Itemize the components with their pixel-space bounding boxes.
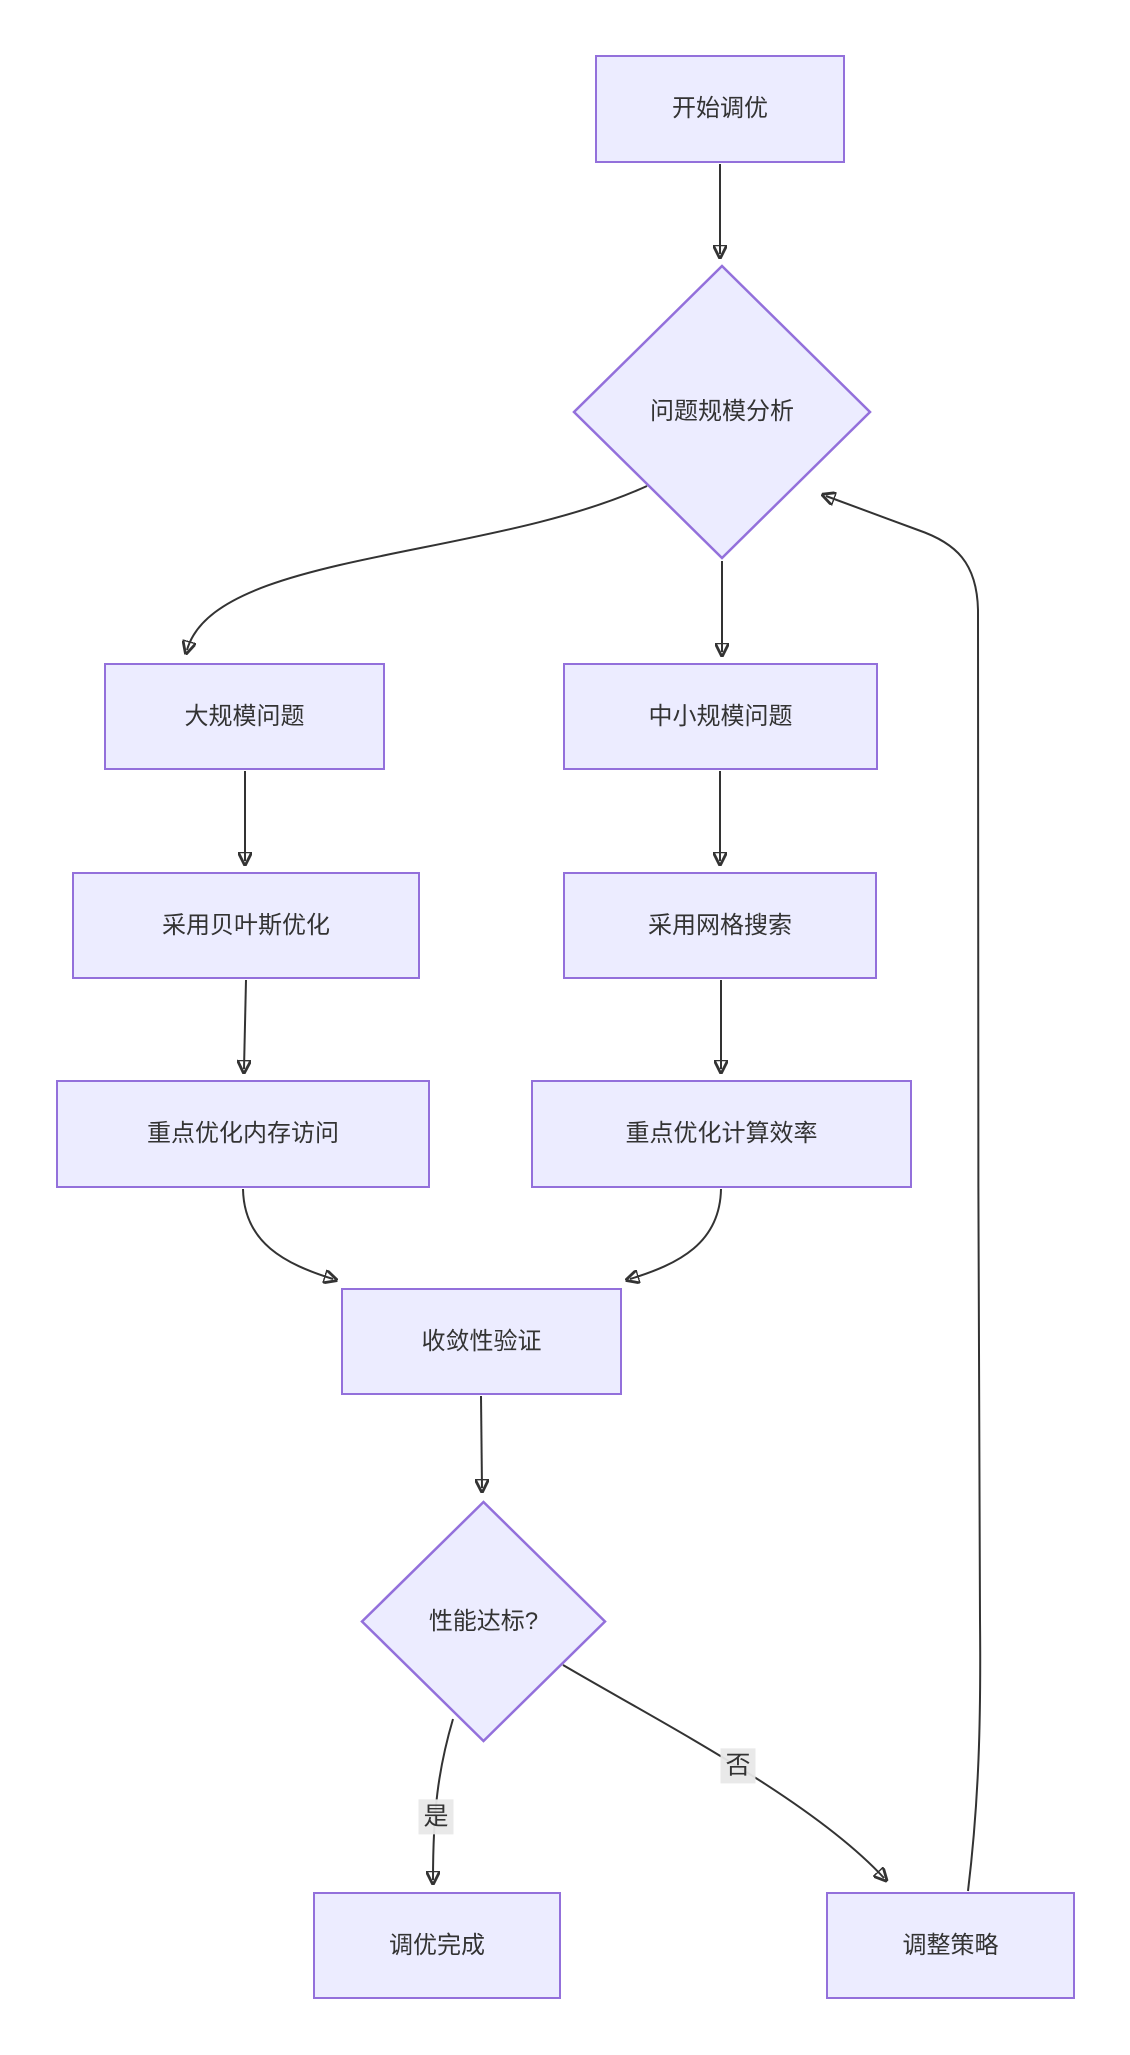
node-start-label: 开始调优: [672, 95, 768, 123]
node-optimize-compute-efficiency: 重点优化计算效率: [531, 1080, 912, 1188]
diamond-shape: [360, 1500, 607, 1743]
node-performance-check: 性能达标?: [360, 1500, 607, 1743]
node-mid-small-problem-label: 中小规模问题: [648, 702, 793, 730]
edge-convergence-to-performance-check: [481, 1395, 482, 1488]
edge-scale-analysis-to-large-problem: [187, 485, 648, 650]
node-convergence-validation-label: 收敛性验证: [421, 1327, 542, 1355]
node-performance-check-label: 性能达标?: [428, 1607, 539, 1635]
edge-compute-efficiency-to-convergence: [630, 1188, 722, 1279]
node-bayesian-optimization-label: 采用贝叶斯优化: [162, 911, 330, 939]
node-large-problem-label: 大规模问题: [184, 702, 305, 730]
node-tuning-complete: 调优完成: [313, 1892, 561, 1999]
node-scale-analysis: 问题规模分析: [572, 264, 872, 560]
node-adjust-strategy: 调整策略: [826, 1892, 1075, 1999]
node-optimize-memory-access-label: 重点优化内存访问: [147, 1120, 339, 1148]
edge-memory-access-to-convergence: [242, 1188, 333, 1279]
node-start: 开始调优: [595, 55, 845, 163]
edge-adjust-loop-to-scale-analysis: [826, 496, 982, 1892]
node-mid-small-problem: 中小规模问题: [563, 663, 878, 770]
node-grid-search-label: 采用网格搜索: [648, 911, 792, 939]
node-large-problem: 大规模问题: [104, 663, 385, 770]
node-tuning-complete-label: 调优完成: [389, 1931, 485, 1959]
node-optimize-compute-efficiency-label: 重点优化计算效率: [625, 1120, 818, 1148]
edge-performance-yes-to-complete: [433, 1718, 454, 1880]
edge-label-no: 否: [720, 1748, 756, 1784]
node-optimize-memory-access: 重点优化内存访问: [56, 1080, 430, 1188]
node-convergence-validation: 收敛性验证: [341, 1288, 622, 1395]
node-scale-analysis-label: 问题规模分析: [650, 398, 794, 426]
edge-label-yes: 是: [418, 1799, 454, 1835]
edge-bayesian-to-memory-access: [244, 979, 246, 1069]
node-adjust-strategy-label: 调整策略: [902, 1931, 999, 1959]
diamond-shape: [572, 264, 872, 560]
node-grid-search: 采用网格搜索: [563, 872, 877, 979]
node-bayesian-optimization: 采用贝叶斯优化: [72, 872, 420, 979]
